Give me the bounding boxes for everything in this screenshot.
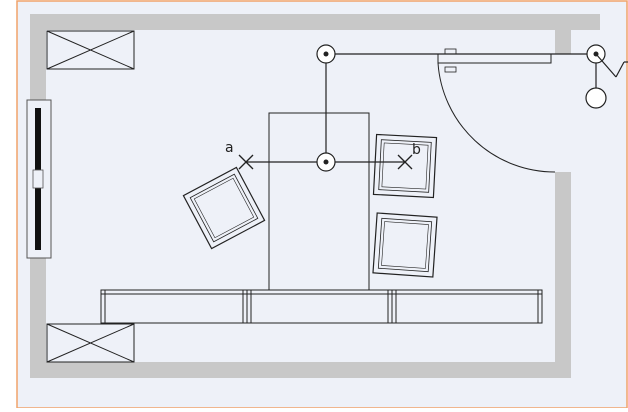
- light-switch-icon: [585, 53, 628, 109]
- door-handle-lower: [444, 66, 457, 73]
- wall-right-lower: [555, 172, 571, 378]
- table: [268, 112, 370, 291]
- door-handle: [444, 48, 457, 55]
- window-glass-lower: [35, 188, 41, 250]
- armchair-right-bottom: [372, 212, 438, 278]
- cabinet-2: [246, 289, 393, 324]
- ceiling-light-icon: [46, 30, 135, 70]
- window-glass-upper: [35, 108, 41, 170]
- ceiling-light-icon: [46, 323, 135, 363]
- outlet-icon: [316, 44, 336, 64]
- window-icon: [26, 99, 52, 259]
- wall-top: [30, 14, 600, 30]
- sideboard: [100, 289, 543, 324]
- label-point-b: b: [412, 142, 421, 158]
- door-leaf: [437, 53, 552, 64]
- window-mullion: [32, 169, 44, 189]
- label-point-a: a: [225, 140, 234, 156]
- marker-b-cross-icon: [397, 154, 413, 170]
- outlet-icon: [316, 152, 336, 172]
- armchair-right-top: [372, 133, 438, 199]
- room-walls: [30, 14, 600, 378]
- marker-a-cross-icon: [238, 154, 254, 170]
- armchair-left: [182, 166, 266, 250]
- cabinet-1: [100, 289, 248, 324]
- wall-bottom: [30, 362, 571, 378]
- door-arc: [437, 62, 556, 173]
- wall-notch: [555, 14, 600, 30]
- cabinet-3: [391, 289, 543, 324]
